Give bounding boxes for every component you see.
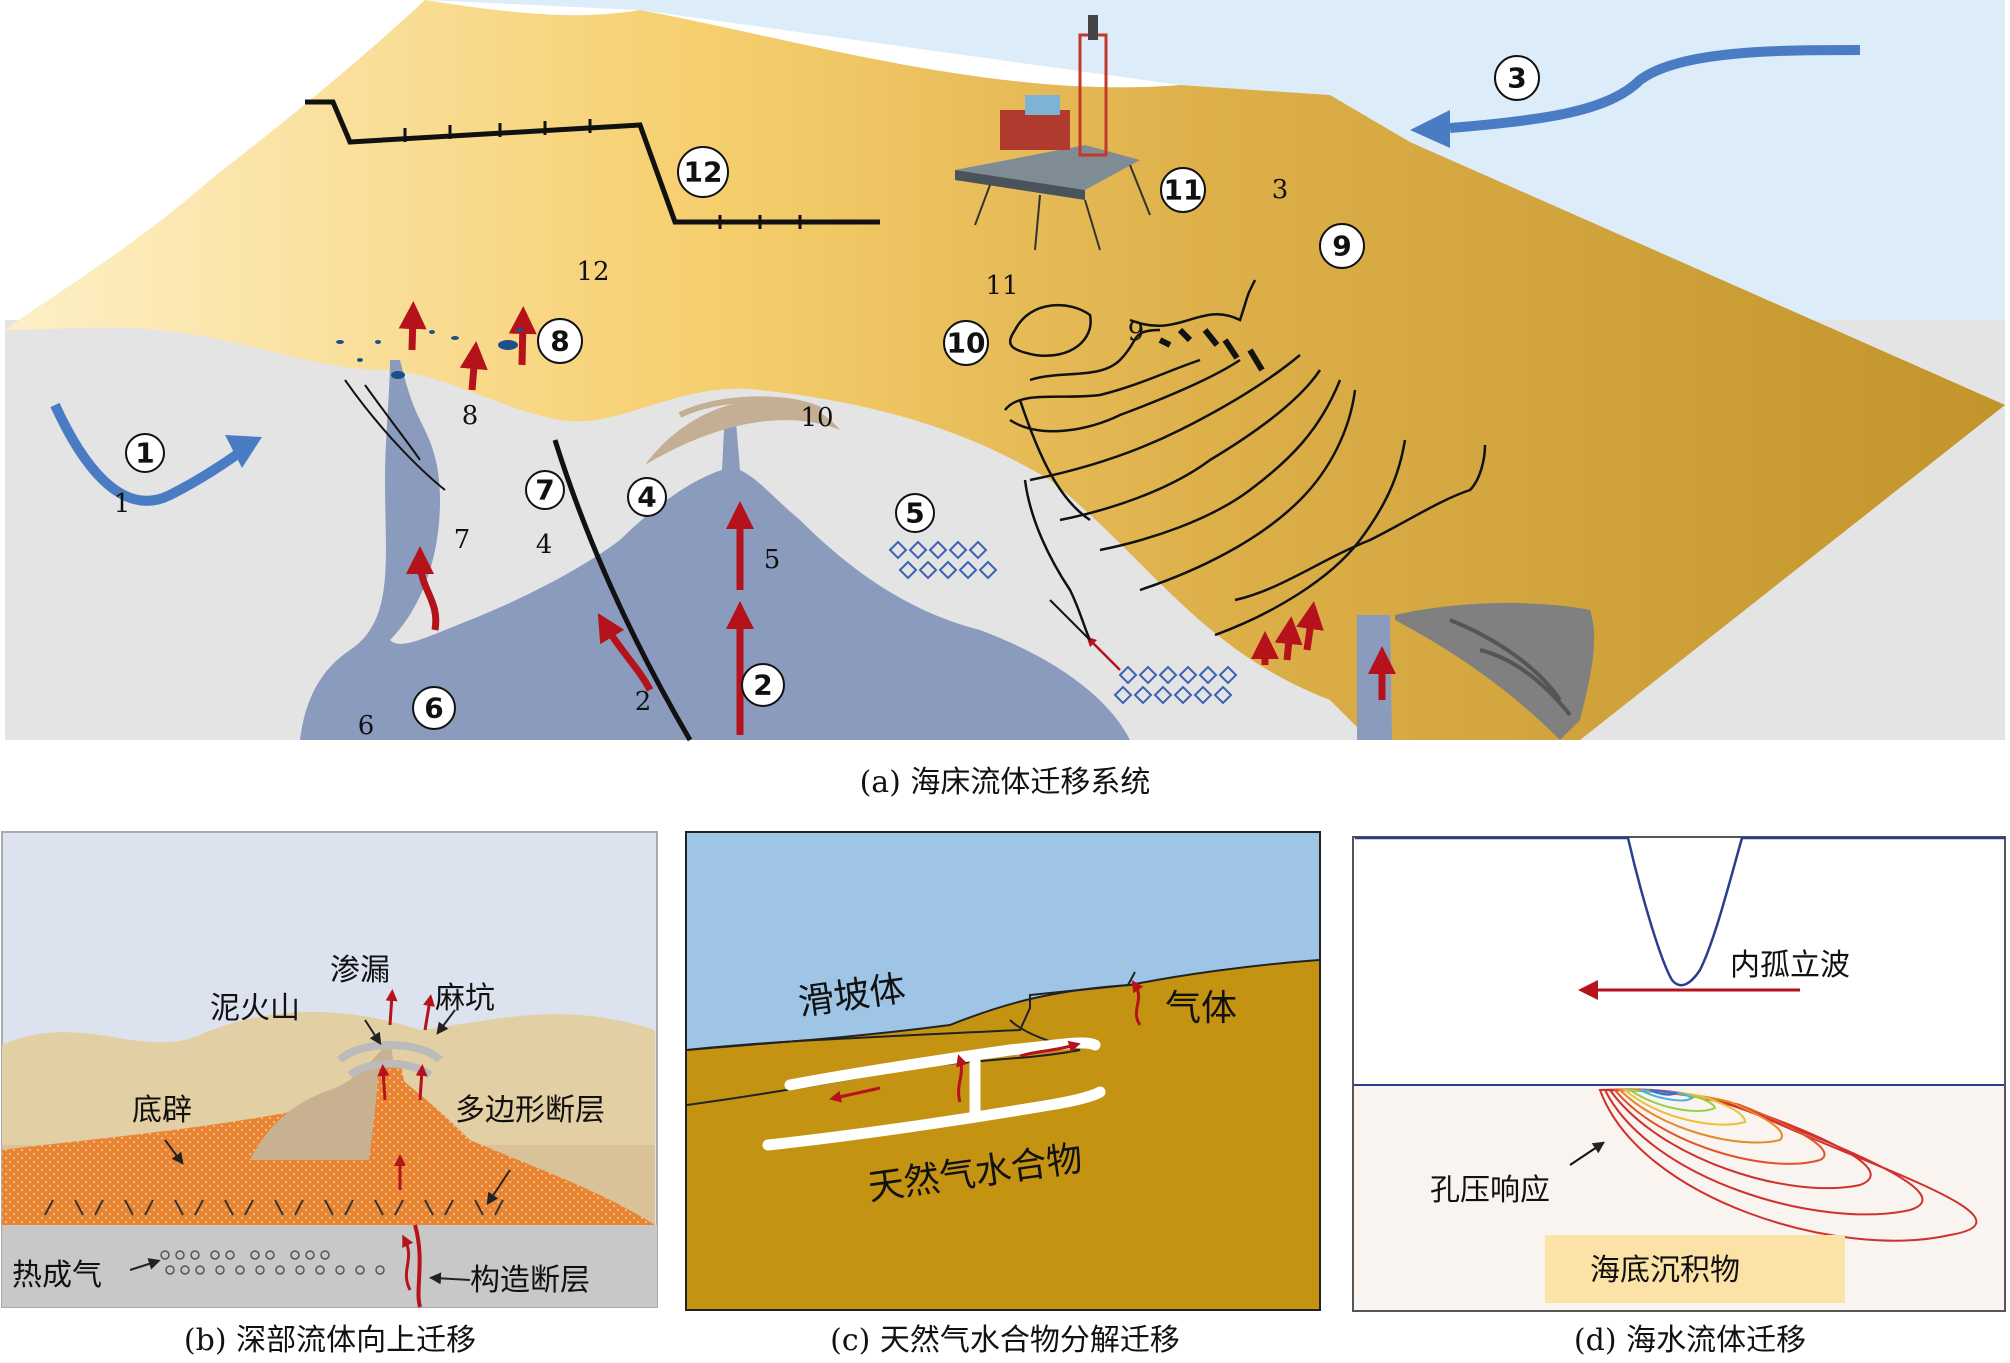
seabed-sediment-box [1545, 1235, 1845, 1303]
circled-label-12: 12 [684, 156, 723, 189]
survey-line-12 [305, 99, 880, 225]
circled-label-9: 9 [1332, 230, 1351, 263]
plain-label-4: 4 [536, 530, 553, 560]
flow-arrow-3 [1449, 45, 1861, 133]
caption-c: (c) 天然气水合物分解迁移 [830, 1323, 1180, 1358]
internal-wave-profile [1355, 836, 2005, 987]
circled-label-2: 2 [753, 669, 772, 702]
circled-label-7: 7 [535, 474, 554, 507]
pore-pressure-contours [1598, 1088, 1978, 1242]
sediment-wedge [5, 0, 2005, 740]
flow-arrow-1 [50, 402, 253, 506]
label-thermogenic-gas: 热成气 [12, 1258, 102, 1293]
plain-label-9: 9 [1128, 317, 1145, 347]
label-polygonal-fault: 多边形断层 [455, 1093, 605, 1128]
fluid-reservoir [300, 360, 1130, 740]
plain-label-8: 8 [462, 401, 479, 431]
caption-a: (a) 海床流体迁移系统 [860, 765, 1151, 800]
fault-line-7 [552, 439, 693, 742]
label-diapir: 底辟 [132, 1093, 192, 1128]
label-seep: 渗漏 [330, 953, 390, 988]
plain-label-5: 5 [764, 545, 781, 575]
panel-a: 1 2 3 4 5 6 7 8 9 10 11 12 1 2 3 4 5 6 7… [5, 0, 2005, 800]
fluid-pipe-right [1357, 615, 1392, 740]
label-seabed-sediment: 海底沉积物 [1590, 1253, 1740, 1288]
plain-label-11: 11 [985, 271, 1018, 301]
plain-label-12: 12 [576, 257, 609, 287]
plain-label-3: 3 [1272, 175, 1289, 205]
caption-d: (d) 海水流体迁移 [1574, 1323, 1806, 1358]
seep-bubbles-8 [336, 328, 524, 379]
circled-label-6: 6 [424, 692, 443, 725]
panel-c: 滑坡体 气体 天然气水合物 (c) 天然气水合物分解迁移 [685, 831, 1321, 1358]
drilling-platform-icon [955, 15, 1151, 251]
slump-deposit [1395, 603, 1595, 740]
hydrate-symbols-5 [888, 540, 1238, 705]
plain-label-10: 10 [800, 403, 833, 433]
label-gas: 气体 [1165, 988, 1237, 1029]
circled-label-5: 5 [905, 497, 924, 530]
circled-label-1: 1 [135, 437, 154, 470]
circled-label-3: 3 [1507, 62, 1526, 95]
panel-b: 渗漏 泥火山 麻坑 底辟 多边形断层 热成气 构造断层 (b) 深部流体向上迁移 [1, 831, 658, 1358]
circled-label-4: 4 [637, 481, 656, 514]
circled-label-11: 11 [1164, 174, 1203, 207]
label-internal-solitary-wave: 内孤立波 [1730, 948, 1850, 983]
fracture-lines [344, 379, 446, 491]
circled-labels [125, 55, 1540, 730]
plain-label-6: 6 [358, 711, 375, 741]
circled-label-10: 10 [947, 327, 986, 360]
label-pore-pressure-response: 孔压响应 [1430, 1173, 1550, 1208]
circled-label-8: 8 [550, 325, 569, 358]
panel-d: 内孤立波 孔压响应 海底沉积物 (d) 海水流体迁移 [1352, 836, 2006, 1358]
plain-label-1: 1 [114, 489, 131, 519]
label-mud-volcano: 泥火山 [210, 991, 300, 1026]
red-fluid-arrows [398, 301, 1396, 735]
plain-label-7: 7 [454, 525, 471, 555]
caption-b: (b) 深部流体向上迁移 [184, 1323, 476, 1358]
dome-10 [645, 399, 840, 465]
landslide-structure [1004, 279, 1487, 641]
label-pockmark: 麻坑 [435, 981, 495, 1016]
label-tectonic-fault: 构造断层 [470, 1263, 590, 1298]
plain-label-2: 2 [635, 687, 652, 717]
